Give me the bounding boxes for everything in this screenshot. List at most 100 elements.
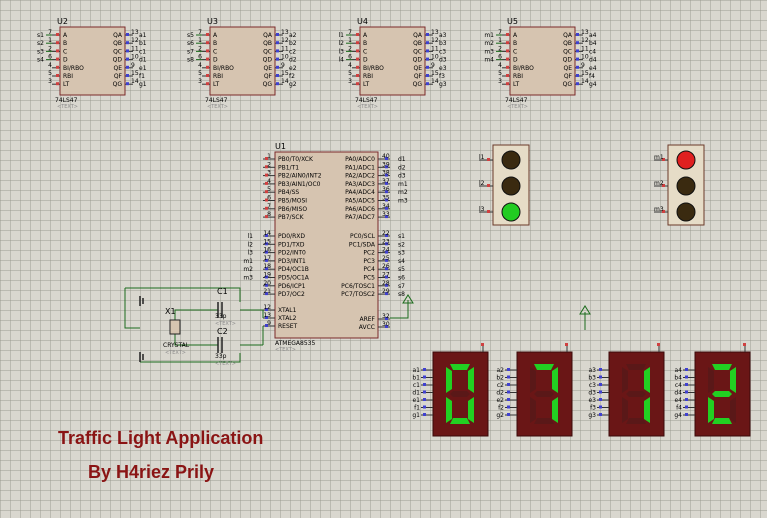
- decoder-ref: U3: [207, 17, 218, 26]
- mcu-pin-name: PC3: [363, 258, 375, 265]
- decoder-pin-number: 3: [498, 78, 502, 85]
- decoder-pin-name: RBI: [213, 73, 223, 80]
- decoder-pin-number: 6: [198, 54, 202, 61]
- pin-marker: [206, 33, 209, 36]
- net-label: f4: [589, 73, 595, 80]
- display-pin-label: d4: [674, 390, 682, 397]
- decoder-u4[interactable]: U474LS47<TEXT>A7l1B1l2C2l3D6l4BI/RBO4RBI…: [339, 17, 447, 110]
- mcu-pin-number: 40: [382, 153, 390, 160]
- mcu-pin-name: PC6/TOSC1: [341, 283, 375, 290]
- mcu-pin-number: 2: [267, 161, 271, 168]
- decoder-body[interactable]: [59, 26, 126, 96]
- net-label: l2: [339, 40, 345, 47]
- net-label: g3: [439, 81, 447, 88]
- net-label: c2: [289, 48, 296, 55]
- decoder-u3[interactable]: U374LS47<TEXT>A7s5B1s6C2s7D6s8BI/RBO4RBI…: [187, 17, 297, 110]
- pin-marker: [265, 173, 268, 177]
- decoder-pin-name: B: [63, 40, 67, 47]
- decoder-pin-number: 2: [48, 45, 52, 52]
- mcu-pin-number: 30: [382, 321, 390, 328]
- decoder-pin-name: RBI: [363, 73, 373, 80]
- pin-marker: [685, 405, 688, 409]
- pin-marker: [385, 242, 388, 246]
- decoder-body[interactable]: [359, 26, 426, 96]
- segment-f: [530, 367, 536, 393]
- decoder-pin-number: 5: [498, 70, 502, 77]
- pin-marker: [276, 82, 279, 86]
- decoder-pin-number: 6: [48, 54, 52, 61]
- pin-marker: [126, 41, 129, 45]
- pin-marker: [385, 292, 388, 296]
- pin-marker: [506, 57, 509, 61]
- mcu-pin-number: 35: [382, 195, 390, 202]
- lamp-pin-label: m2: [654, 180, 664, 187]
- x1-text-placeholder: <TEXT>: [165, 350, 186, 356]
- mcu-pin-number: 4: [267, 178, 271, 185]
- mcu-pin-number: 3: [267, 170, 271, 177]
- mcu-pin-number: 13: [263, 312, 271, 319]
- mcu-atmega8535[interactable]: U1ATMEGA8535<TEXT>PB0/T0/XCK1PB1/T12PB2/…: [243, 142, 591, 353]
- pin-marker: [385, 234, 388, 237]
- pin-marker: [385, 325, 388, 328]
- net-label: m3: [484, 48, 494, 55]
- pin-marker: [265, 234, 268, 237]
- decoder-pin-number: 1: [498, 37, 502, 44]
- net-label: c4: [589, 48, 596, 55]
- decoder-pin-name: LT: [513, 81, 520, 88]
- decoder-pin-name: C: [513, 48, 517, 55]
- decoder-pin-number: 10: [431, 54, 439, 61]
- decoder-pin-number: 5: [348, 70, 352, 77]
- crystal-icon[interactable]: [169, 319, 181, 335]
- segment-b: [730, 367, 736, 393]
- mcu-pin-number: 15: [263, 238, 271, 245]
- mcu-body[interactable]: [274, 151, 379, 339]
- net-label: d2: [398, 164, 406, 171]
- mcu-pin-number: 18: [263, 263, 271, 270]
- decoder-pin-name: QA: [563, 32, 573, 39]
- decoder-body[interactable]: [509, 26, 576, 96]
- x1-value: CRYSTAL: [163, 342, 190, 349]
- pin-marker: [126, 57, 129, 61]
- net-label: m1: [243, 258, 253, 265]
- pin-marker: [265, 242, 268, 246]
- segment-f: [622, 367, 628, 393]
- pin-marker: [276, 74, 279, 77]
- pin-marker: [356, 41, 359, 45]
- mcu-pin-number: 28: [382, 280, 390, 287]
- net-label: l1: [339, 32, 345, 39]
- decoder-u5[interactable]: U574LS47<TEXT>A7m1B1m2C2m3D6m4BI/RBO4RBI…: [484, 17, 596, 110]
- pin-marker: [265, 181, 268, 185]
- display-pin-label: c1: [413, 382, 420, 389]
- net-label: b1: [139, 40, 147, 47]
- net-label: s1: [37, 32, 44, 39]
- net-label: a2: [289, 32, 297, 39]
- decoder-pin-number: 13: [131, 29, 139, 36]
- mcu-pin-name: PA2/ADC2: [345, 173, 375, 180]
- pin-marker: [265, 292, 268, 296]
- decoder-ref: U4: [357, 17, 368, 26]
- mcu-pin-name: PD7/OC2: [278, 291, 305, 298]
- pin-marker: [487, 184, 490, 187]
- net-label: s5: [187, 32, 194, 39]
- display-pin-label: b2: [496, 375, 504, 382]
- decoder-u2[interactable]: U274LS47<TEXT>A7s1B1s2C2s3D6s4BI/RBO4RBI…: [37, 17, 147, 110]
- decoder-pin-number: 4: [48, 62, 52, 69]
- c2-value: 33p: [215, 353, 227, 360]
- net-label: s7: [398, 283, 405, 290]
- decoder-body[interactable]: [209, 26, 276, 96]
- pin-marker: [487, 158, 490, 161]
- mcu-pin-number: 26: [382, 263, 390, 270]
- mcu-pin-name: PC0/SCL: [350, 233, 376, 240]
- decoder-pin-number: 2: [348, 45, 352, 52]
- decoder-ref: U2: [57, 17, 68, 26]
- net-label: s4: [37, 57, 44, 64]
- net-label: d1: [398, 156, 406, 163]
